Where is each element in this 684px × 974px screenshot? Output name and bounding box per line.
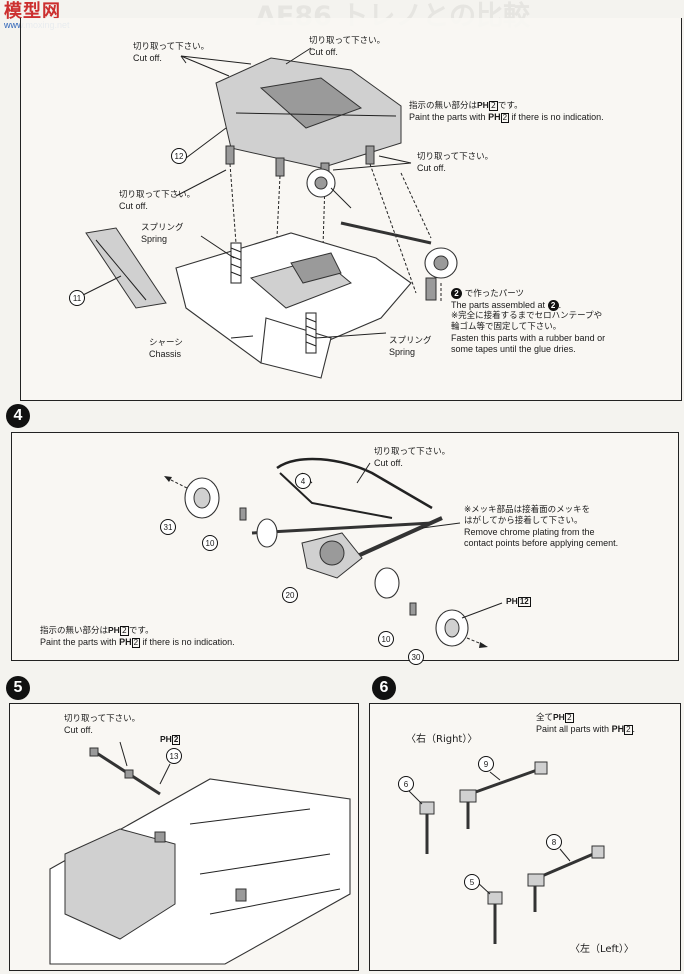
- step-5-diagram: [49, 741, 351, 965]
- part-number-5: 5: [464, 874, 480, 890]
- upper-cover-recess: [259, 77, 363, 129]
- step-6-number: 6: [372, 676, 396, 700]
- fuel-tank: [64, 828, 176, 940]
- part-number-12: 12: [171, 148, 187, 164]
- spring-left: [230, 242, 242, 284]
- part-number-4: 4: [295, 473, 311, 489]
- part-4-frame: [276, 457, 433, 510]
- part-number-30: 30: [408, 649, 424, 665]
- left-side-label: 〈左（Left）〉: [570, 944, 634, 955]
- part-number-8: 8: [546, 834, 562, 850]
- part-number-10a: 10: [202, 535, 218, 551]
- step-3-diagram: [80, 47, 458, 379]
- step-3-panel: 切り取って下さい。Cut off. 切り取って下さい。Cut off. 指示の無…: [20, 18, 682, 401]
- part-number-31: 31: [160, 519, 176, 535]
- cut-note-step5: 切り取って下さい。Cut off.: [64, 714, 141, 735]
- step-4-number: 4: [6, 404, 30, 428]
- step-6-diagram: [406, 761, 605, 944]
- cut-note-3: 切り取って下さい。Cut off.: [417, 152, 494, 173]
- part-11-plate: [85, 227, 167, 309]
- part-9-arm-right: [469, 767, 541, 796]
- assembled-note: 2 で作ったパーツ The parts assembled at 2. ※完全に…: [451, 288, 606, 355]
- part-number-20: 20: [282, 587, 298, 603]
- cut-note-1: 切り取って下さい。Cut off.: [133, 42, 210, 63]
- spring-right: [305, 312, 317, 354]
- step-4-panel: 切り取って下さい。Cut off. ※メッキ部品は接着面のメッキを はがしてから…: [11, 432, 679, 665]
- step-4-diagram: [164, 457, 503, 648]
- watermark-logo: 模型网: [4, 1, 61, 21]
- right-side-label: 〈右（Right）〉: [406, 734, 478, 745]
- part-number-6: 6: [398, 776, 414, 792]
- part-number-11: 11: [69, 290, 85, 306]
- part-number-13: 13: [166, 748, 182, 764]
- cut-note-step4: 切り取って下さい。Cut off.: [374, 447, 451, 468]
- chrome-note: ※メッキ部品は接着面のメッキを はがしてから接着して下さい。 Remove ch…: [464, 505, 619, 548]
- step-5-number: 5: [6, 676, 30, 700]
- cut-note-2: 切り取って下さい。Cut off.: [309, 36, 386, 57]
- part-8-arm-left: [534, 850, 599, 881]
- cut-note-4: 切り取って下さい。Cut off.: [119, 190, 196, 211]
- part-number-9: 9: [478, 756, 494, 772]
- part-number-10b: 10: [378, 631, 394, 647]
